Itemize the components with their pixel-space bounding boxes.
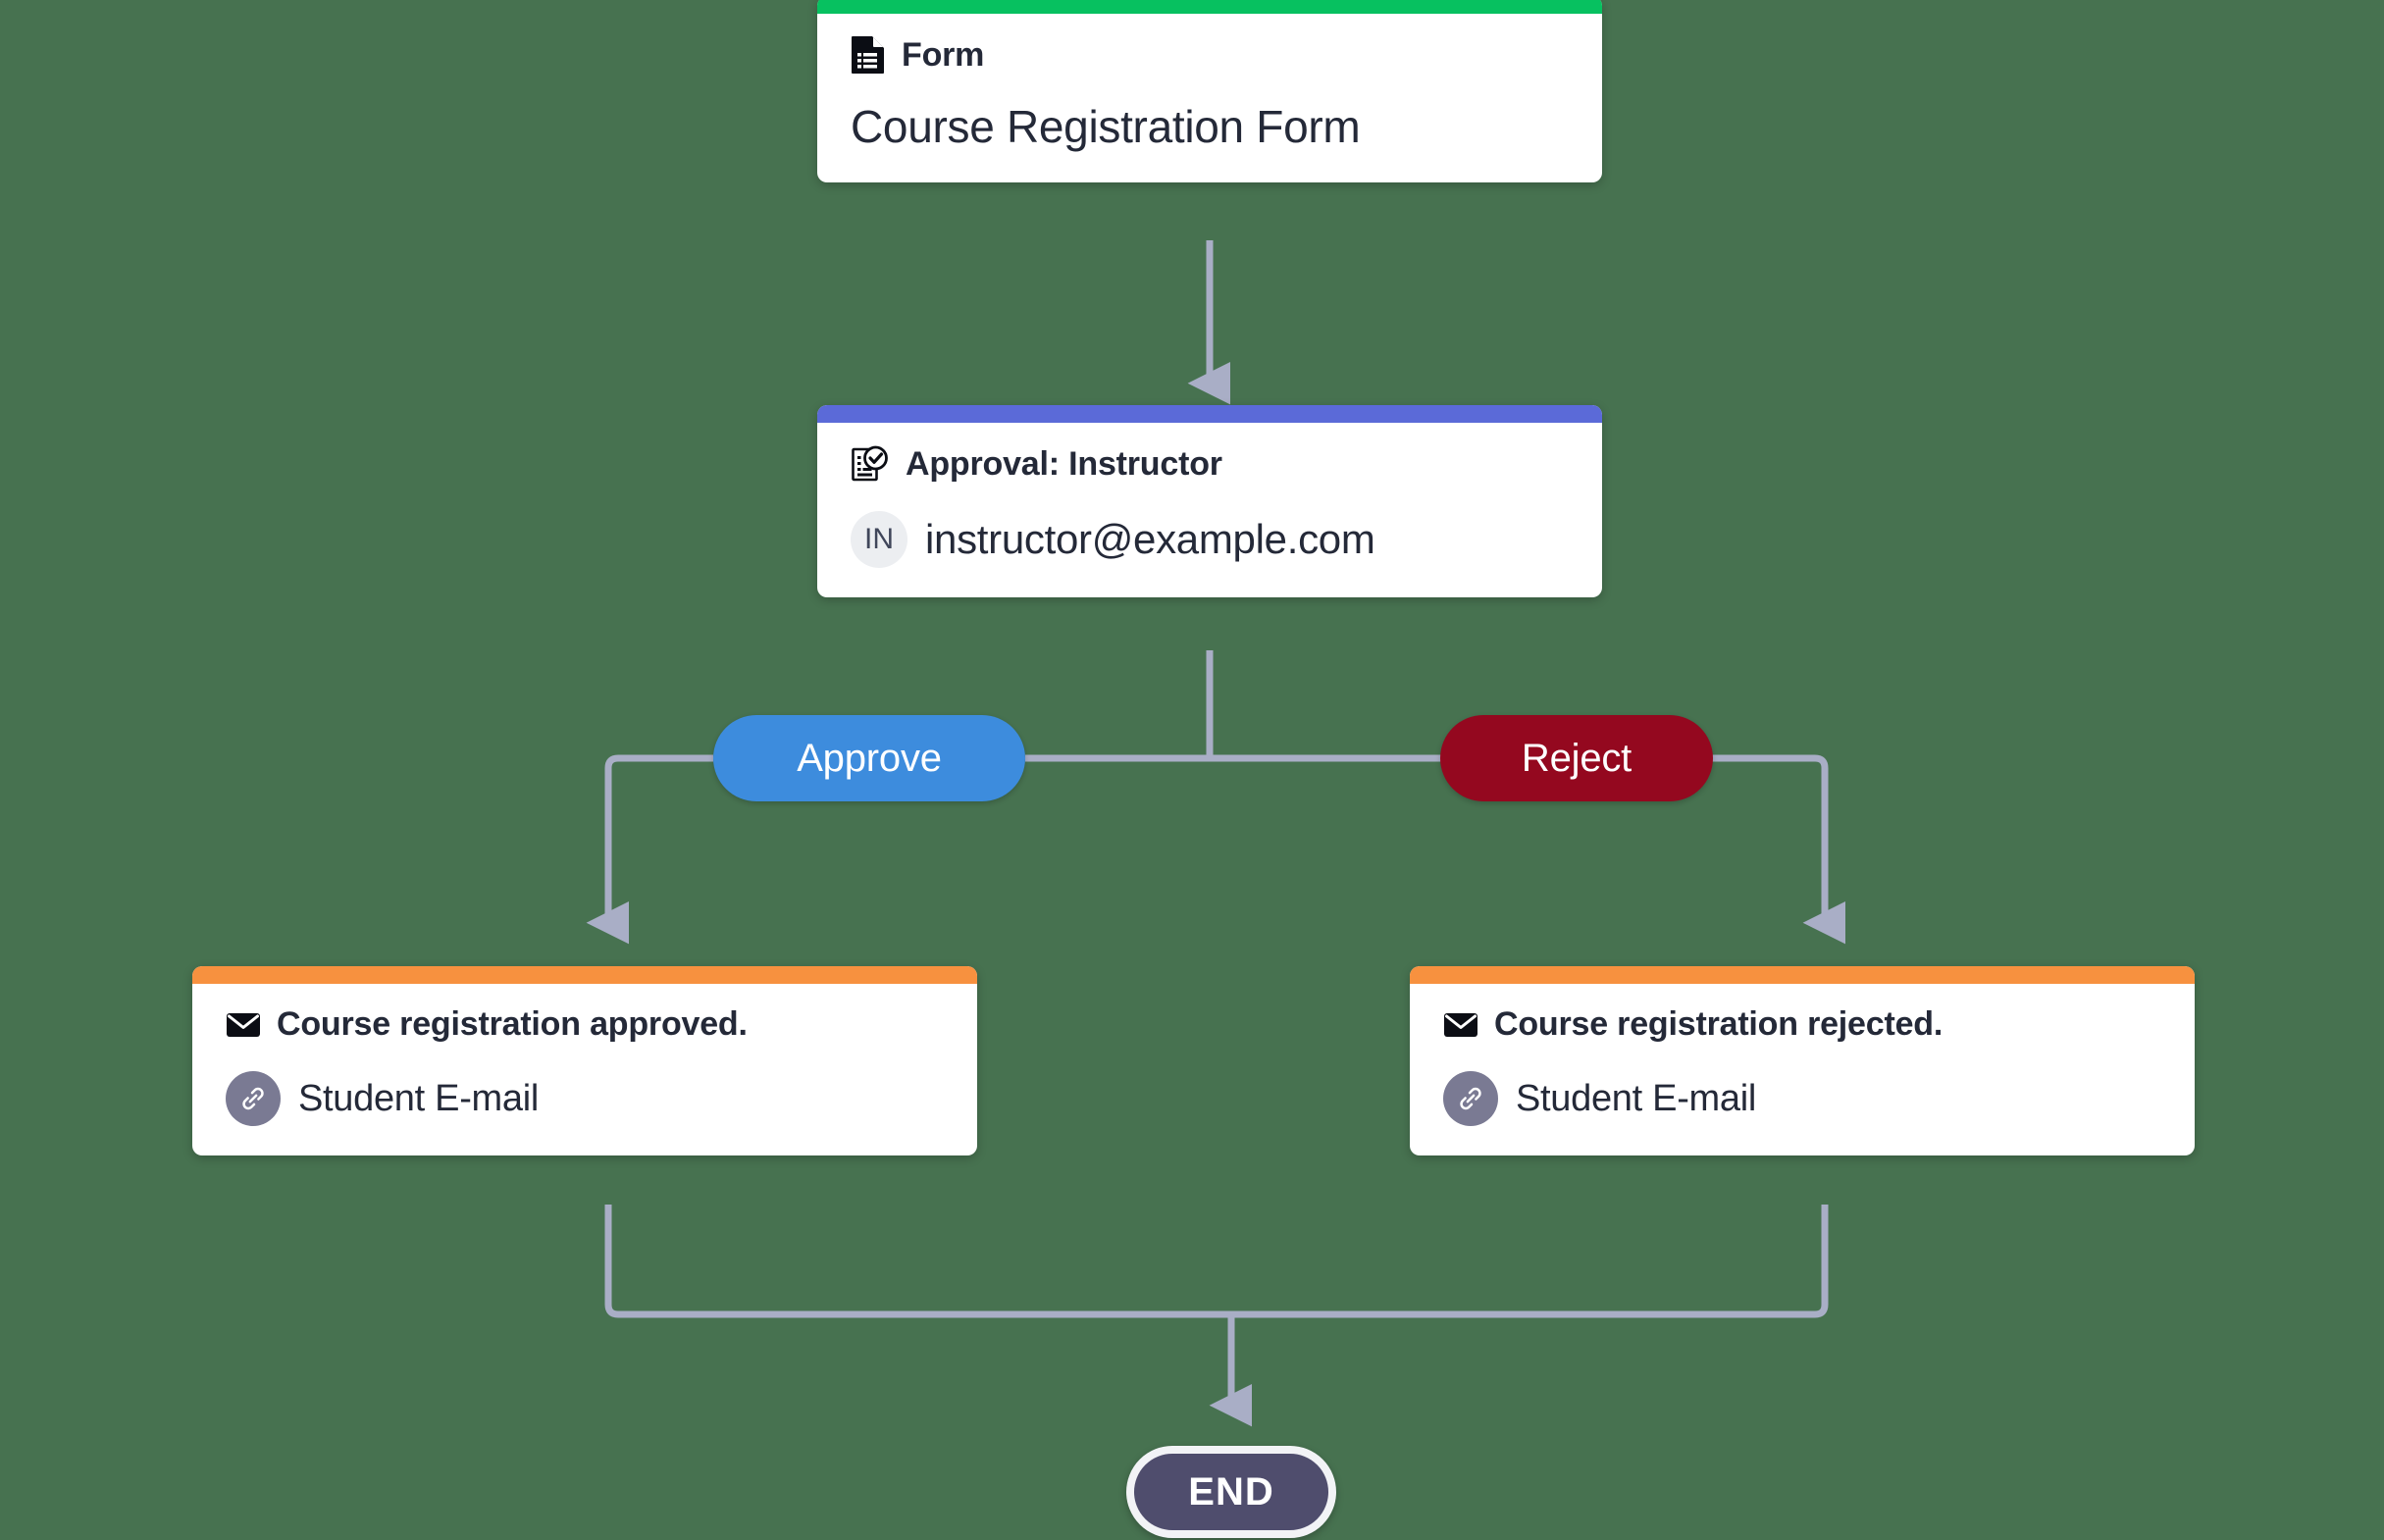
link-icon <box>1443 1071 1498 1126</box>
node-email-approved-title: Course registration approved. <box>277 1005 748 1043</box>
link-icon <box>226 1071 281 1126</box>
node-approval-title: Approval: Instructor <box>906 444 1222 483</box>
node-email-rejected-recipient: Student E-mail <box>1516 1077 1757 1119</box>
node-form-subtitle: Course Registration Form <box>851 101 1361 152</box>
node-form[interactable]: Form Course Registration Form <box>817 0 1602 182</box>
node-form-title: Form <box>902 35 985 74</box>
avatar: IN <box>851 511 907 568</box>
form-document-icon <box>851 35 886 75</box>
node-end-label: END <box>1188 1469 1274 1514</box>
edge-rejected-to-end <box>1231 1205 1829 1318</box>
node-email-rejected-accent-bar <box>1410 966 2195 984</box>
node-email-rejected[interactable]: Course registration rejected. Student E-… <box>1410 966 2195 1155</box>
node-email-approved[interactable]: Course registration approved. Student E-… <box>192 966 977 1155</box>
branch-pill-approve-label: Approve <box>797 736 942 780</box>
node-approval-assignee: instructor@example.com <box>925 516 1375 562</box>
edge-approved-to-end <box>604 1205 1231 1318</box>
node-email-rejected-title: Course registration rejected. <box>1494 1005 1943 1043</box>
node-approval[interactable]: Approval: Instructor IN instructor@examp… <box>817 405 1602 597</box>
node-email-approved-accent-bar <box>192 966 977 984</box>
branch-pill-approve[interactable]: Approve <box>713 715 1025 801</box>
branch-pill-reject[interactable]: Reject <box>1440 715 1713 801</box>
node-form-accent-bar <box>817 0 1602 14</box>
node-approval-accent-bar <box>817 405 1602 423</box>
envelope-icon <box>1443 1011 1478 1039</box>
node-end[interactable]: END <box>1126 1446 1336 1538</box>
edge-approve-to-approved <box>586 754 713 945</box>
envelope-icon <box>226 1011 261 1039</box>
branch-pill-reject-label: Reject <box>1521 736 1633 780</box>
approval-check-document-icon <box>851 444 890 484</box>
node-email-approved-recipient: Student E-mail <box>298 1077 540 1119</box>
edge-reject-to-rejected <box>1713 754 1846 945</box>
